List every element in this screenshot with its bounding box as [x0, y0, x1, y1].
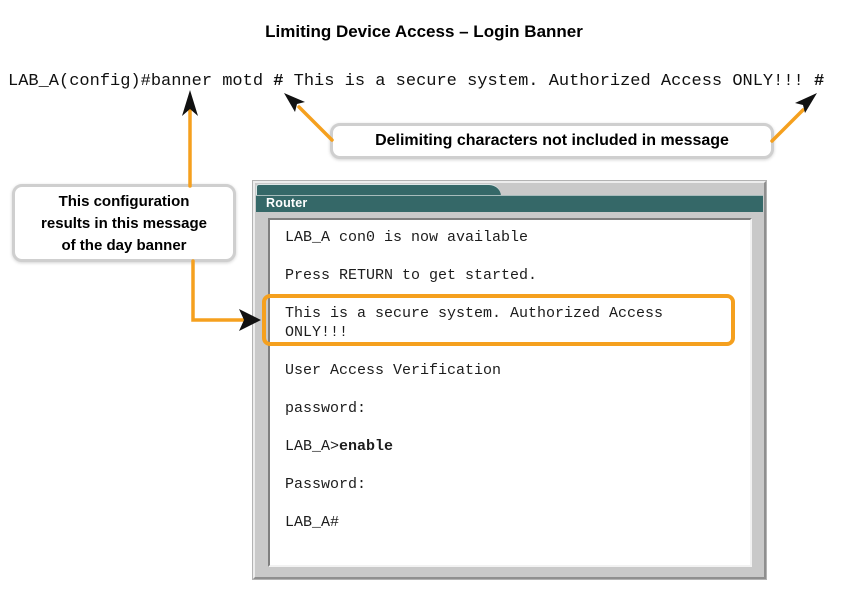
banner-motd-command: LAB_A(config)#banner motd # This is a se… — [8, 72, 824, 91]
closing-delimiter: # — [813, 72, 825, 91]
enable-command: enable — [339, 438, 394, 455]
config-callout-line-1: This configuration — [58, 193, 190, 210]
delimiter-callout: Delimiting characters not included in me… — [330, 123, 774, 159]
arrowhead-up-right-icon — [795, 93, 817, 113]
terminal-line-banner-1: This is a secure system. Authorized Acce… — [285, 305, 664, 322]
terminal-screen: LAB_A con0 is now available Press RETURN… — [268, 218, 752, 567]
terminal-output: LAB_A con0 is now available Press RETURN… — [270, 220, 750, 532]
command-message: This is a secure system. Authorized Acce… — [283, 72, 814, 91]
router-terminal-window: Router LAB_A con0 is now available Press… — [253, 181, 766, 579]
terminal-line-enable: LAB_A>enable — [285, 437, 744, 456]
arrowhead-up-icon — [182, 90, 198, 116]
command-prefix: LAB_A(config)#banner motd — [8, 72, 274, 91]
terminal-line-password: password: — [285, 400, 367, 417]
terminal-blank-line — [285, 456, 744, 475]
terminal-blank-line — [285, 494, 744, 513]
terminal-line-verification: User Access Verification — [285, 362, 502, 379]
config-callout-line-2: results in this message — [41, 215, 207, 232]
terminal-line-press-return: Press RETURN to get started. — [285, 267, 538, 284]
page-title: Limiting Device Access – Login Banner — [265, 22, 583, 41]
arrow-delim-to-last-hash — [770, 108, 805, 143]
window-title-tab — [256, 184, 501, 197]
arrow-delim-to-first-hash — [297, 105, 334, 142]
terminal-line-banner-2: ONLY!!! — [285, 324, 349, 341]
terminal-line-priv-prompt: LAB_A# — [285, 514, 340, 531]
terminal-blank-line — [285, 418, 744, 437]
arrowhead-up-left-icon — [284, 93, 305, 112]
terminal-blank-line — [285, 247, 744, 266]
window-title: Router — [266, 196, 308, 210]
window-title-bar — [256, 195, 763, 212]
terminal-line-password-2: Password: — [285, 476, 367, 493]
opening-delimiter: # — [273, 72, 284, 91]
motd-highlight-box — [262, 294, 735, 346]
arrow-config-to-banner-output — [191, 259, 245, 322]
enable-prompt: LAB_A> — [285, 438, 340, 455]
config-callout-line-3: of the day banner — [61, 237, 187, 254]
terminal-blank-line — [285, 380, 744, 399]
terminal-line-available: LAB_A con0 is now available — [285, 229, 529, 246]
config-result-callout: This configuration results in this messa… — [12, 184, 236, 262]
